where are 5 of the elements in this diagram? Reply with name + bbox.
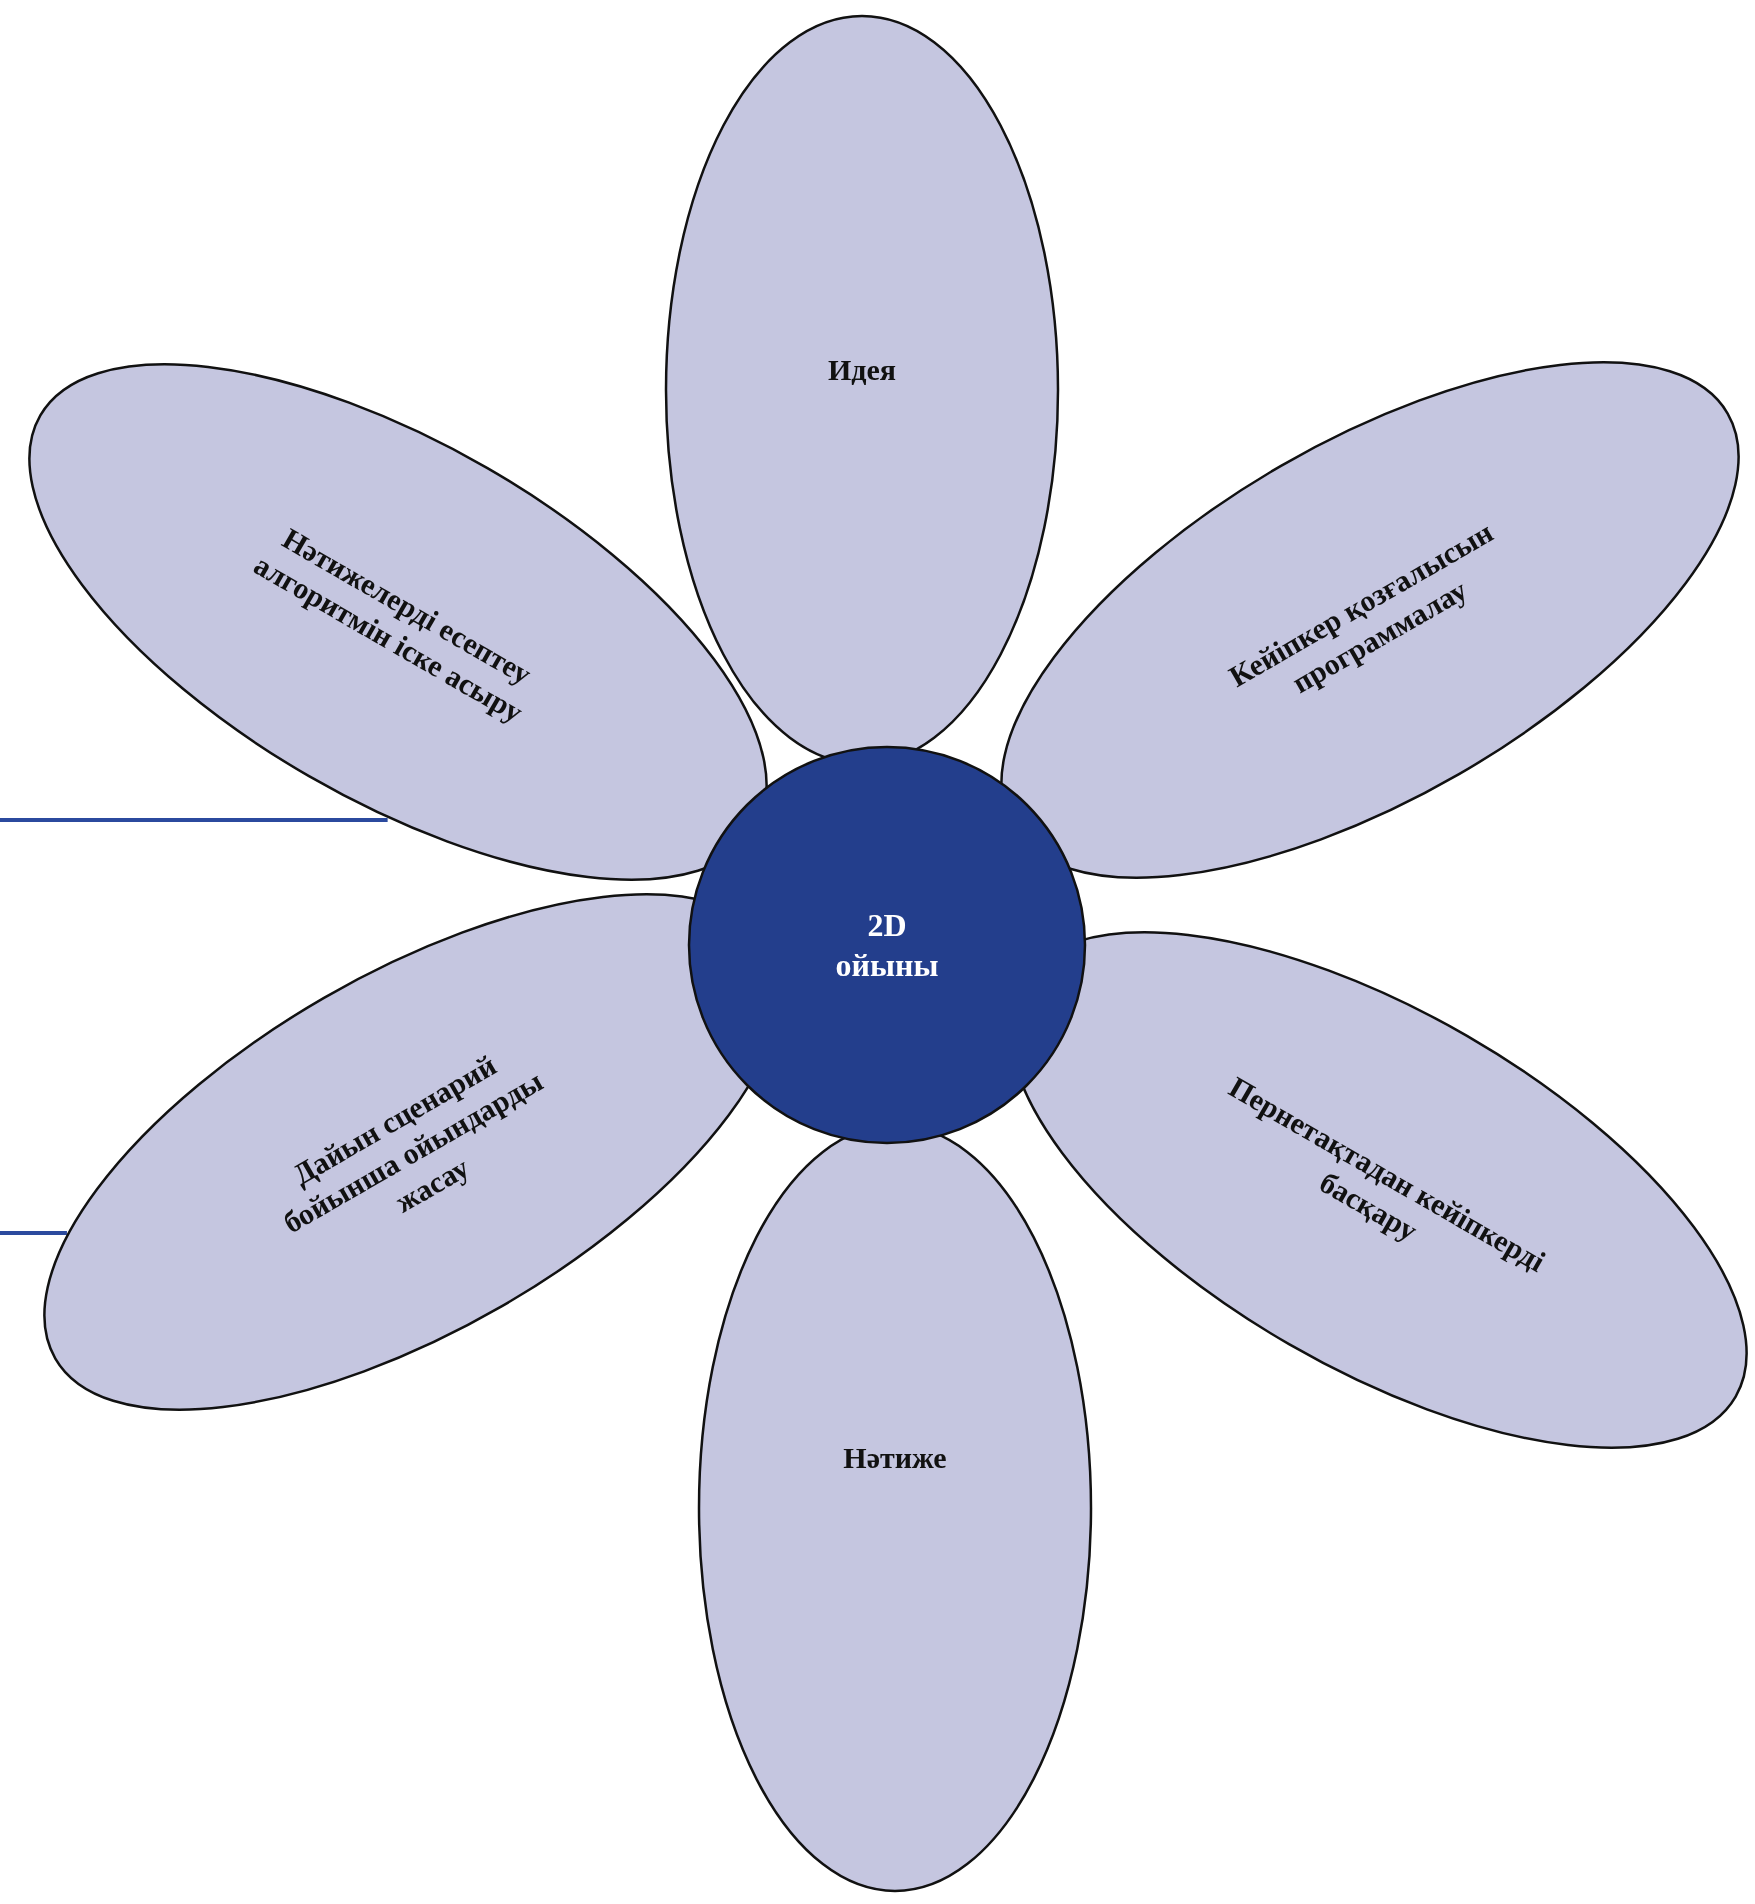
leader-line — [0, 1231, 67, 1235]
petal-label: Идея — [826, 352, 898, 389]
center-label: 2D ойыны — [834, 906, 940, 985]
leader-line — [0, 818, 388, 822]
petal-label: Нәтиже — [842, 1440, 948, 1477]
